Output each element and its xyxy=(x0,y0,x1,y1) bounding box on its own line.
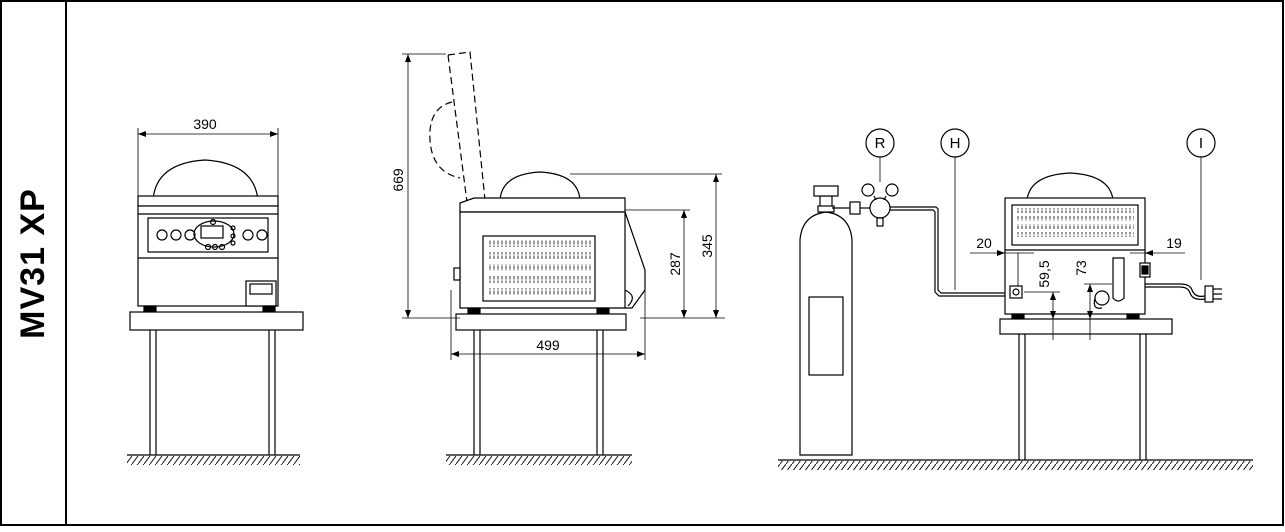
dim-front-width: 390 xyxy=(193,116,217,132)
display-window xyxy=(200,225,224,239)
cylinder-label xyxy=(808,296,844,376)
callout-h-label: H xyxy=(950,135,961,152)
model-title: MV31 XP xyxy=(13,188,52,339)
front-view xyxy=(127,128,304,465)
dim-height-73: 73 xyxy=(1073,260,1089,276)
sidebar-title: MV31 XP xyxy=(0,0,66,527)
control-panel xyxy=(147,217,269,253)
callout-r-label: R xyxy=(875,135,886,152)
front-lid-rim xyxy=(137,195,279,207)
front-lid-dome xyxy=(152,159,259,201)
side-view xyxy=(402,51,725,465)
dim-height-287: 287 xyxy=(667,252,683,276)
rear-lid-dome xyxy=(1026,172,1114,201)
dim-height-345: 345 xyxy=(699,234,715,258)
dim-height-59-5: 59,5 xyxy=(1036,260,1052,287)
callout-i-label: I xyxy=(1199,135,1203,152)
side-table-top xyxy=(455,313,627,331)
side-lid-dome xyxy=(499,171,581,201)
open-lid xyxy=(447,51,486,203)
dim-offset-20: 20 xyxy=(976,235,992,251)
gas-hose xyxy=(890,206,1010,294)
dim-offset-19: 19 xyxy=(1166,235,1182,251)
gas-inlet xyxy=(1009,285,1023,299)
dim-depth-499: 499 xyxy=(536,337,560,353)
front-table-top xyxy=(129,311,304,331)
rear-table-top xyxy=(999,318,1173,335)
dim-open-height: 669 xyxy=(390,168,406,192)
gas-view xyxy=(778,128,1253,470)
regulator-gauge xyxy=(869,197,891,219)
power-cable xyxy=(1145,283,1210,297)
